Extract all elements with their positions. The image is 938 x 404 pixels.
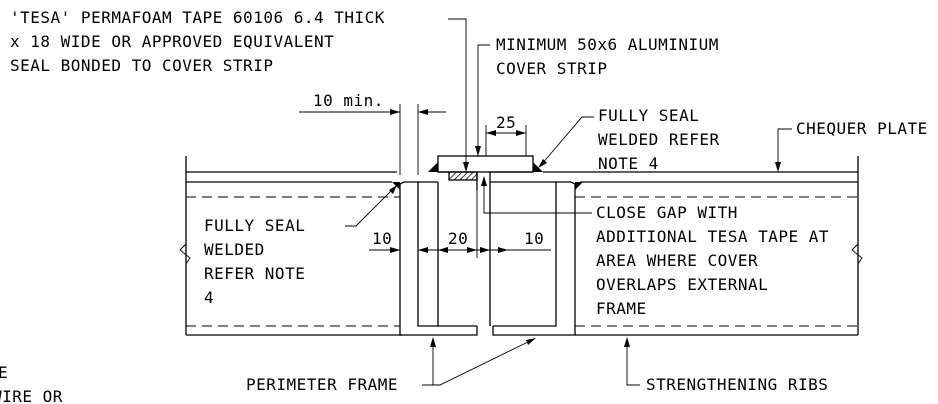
note-tesa-tape-line-1: 'TESA' PERMAFOAM TAPE 60106 6.4 THICK [10,8,385,27]
left-frame-inner [417,190,477,327]
leader-strengthening-ribs-arrow [624,337,630,347]
leader-perimeter-frame-diag [433,339,533,386]
note-close-gap-line-5: FRAME [596,299,647,318]
leader-fully-seal-top-arrow [538,159,547,168]
dim-row-arrow-6 [498,247,508,253]
right-frame-inner [493,190,557,327]
dim-25-arrow-right [516,130,526,136]
leader-cover-strip [477,44,490,156]
note-fully-seal-top-line-1: FULLY SEAL [598,106,699,125]
dim-25-arrow-left [486,130,496,136]
cover-strip [437,155,534,173]
left-break-symbol [179,243,191,265]
note-strengthening-ribs: STRENGTHENING RIBS [646,375,828,394]
dim-label-25: 25 [496,113,516,132]
right-break-symbol [851,243,863,265]
note-chequer-plate: CHEQUER PLATE [796,119,928,138]
dim-label-10-left: 10 [372,229,392,248]
dim-10min-arrow-right [418,109,428,115]
dim-row-arrow-3 [438,247,448,253]
note-fully-seal-left-line-4: 4 [204,288,214,307]
note-fully-seal-left-line-1: FULLY SEAL [204,216,305,235]
note-cutoff-line-1: E [0,363,8,382]
annotations: 'TESA' PERMAFOAM TAPE 60106 6.4 THICK x … [0,8,928,404]
note-fully-seal-top-line-2: WELDED REFER [598,130,720,149]
tesa-tape [448,171,478,181]
note-fully-seal-left-line-2: WELDED [204,240,265,259]
leaders [345,18,792,386]
weld-right-plate [575,182,583,190]
right-frame-outer [492,184,576,336]
leader-cover-strip-arrow [475,146,481,156]
leader-perimeter-frame [422,345,434,386]
leader-chequer-plate-arrow [775,162,781,172]
dim-row-arrow-4 [467,247,477,253]
right-frame-top [555,181,576,190]
note-cutoff-line-2: WIRE OR [0,387,63,404]
leader-strengthening-ribs [626,345,640,386]
dimensions [299,104,551,258]
leader-chequer-plate [777,128,792,170]
note-close-gap-line-4: OVERLAPS EXTERNAL [596,275,768,294]
leader-fully-seal-left-arrow [389,185,397,194]
leader-close-gap [483,178,592,214]
leader-perimeter-frame-arrow-1 [430,337,436,347]
leader-close-gap-arrow [481,176,487,186]
note-tesa-tape-line-3: SEAL BONDED TO COVER STRIP [10,56,273,75]
note-close-gap-line-1: CLOSE GAP WITH [596,203,738,222]
left-frame-top [399,181,419,190]
dim-row-arrow-5 [480,247,490,253]
note-close-gap-line-2: ADDITIONAL TESA TAPE AT [596,227,829,246]
leader-tesa-tape [448,18,467,170]
dim-label-20: 20 [448,229,468,248]
structure [179,155,863,336]
dim-label-10-right: 10 [524,229,544,248]
note-cover-strip-line-1: MINIMUM 50x6 ALUMINIUM [496,35,719,54]
note-perimeter-frame: PERIMETER FRAME [246,375,398,394]
leader-fully-seal-left [345,186,396,227]
note-fully-seal-left-line-3: REFER NOTE [204,264,305,283]
note-close-gap-line-3: AREA WHERE COVER [596,251,758,270]
dim-label-10-min: 10 min. [313,91,384,110]
dim-row-arrow-1 [390,247,400,253]
leader-fully-seal-top [540,116,594,166]
left-frame-outer [399,184,478,336]
note-tesa-tape-line-2: x 18 WIDE OR APPROVED EQUIVALENT [10,32,334,51]
dim-10min-arrow-left [390,109,400,115]
weld-cover-right [533,162,543,172]
note-fully-seal-top-line-3: NOTE 4 [598,154,659,173]
leader-tesa-tape-arrow [463,162,469,172]
leader-perimeter-frame-arrow-2 [526,338,536,345]
weld-cover-left [428,162,438,172]
note-cover-strip-line-2: COVER STRIP [496,59,607,78]
